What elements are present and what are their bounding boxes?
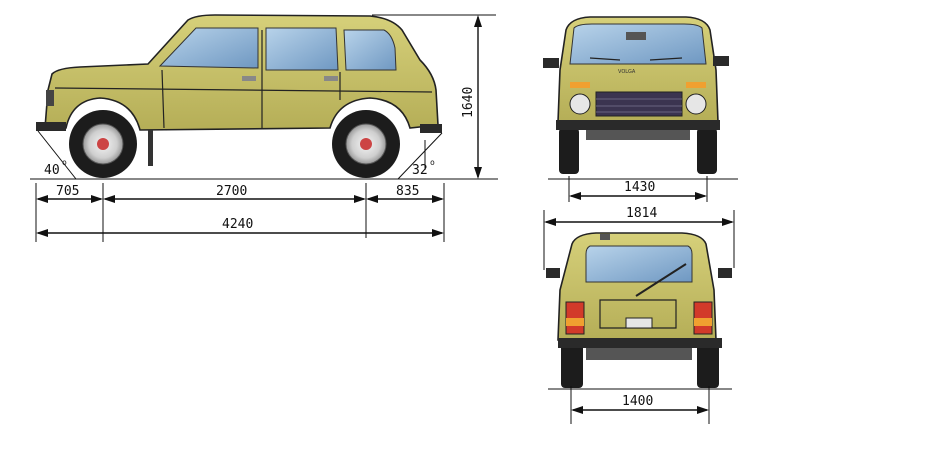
- front-view: VOLGA 1430: [543, 16, 738, 202]
- front-left-tire: [559, 128, 579, 174]
- rear-right-tire: [697, 340, 719, 388]
- approach-angle-line: [37, 130, 77, 180]
- side-windshield-window: [158, 27, 259, 69]
- wheelbase-dimension: 2700: [103, 184, 366, 203]
- rear-bumper: [558, 338, 722, 348]
- front-track-dimension: 1430: [569, 180, 707, 200]
- side-middle-window: [265, 27, 339, 71]
- overall-length-label: 4240: [222, 217, 253, 232]
- front-grille-slats: [596, 98, 682, 113]
- rear-track-dimension: 1400: [571, 394, 709, 414]
- rear-left-indicator: [566, 318, 584, 326]
- height-dimension: 1640: [372, 14, 496, 179]
- front-overhang-label: 705: [56, 184, 79, 199]
- side-front-bumper: [36, 122, 66, 131]
- rearview-mirror: [626, 32, 646, 40]
- side-rear-wheel: [332, 110, 400, 178]
- departure-angle-line: [397, 132, 443, 180]
- overall-length-dimension: 4240: [36, 217, 444, 237]
- side-mudflap: [148, 130, 153, 166]
- front-left-indicator: [570, 82, 590, 88]
- approach-angle-label: 40: [44, 163, 60, 178]
- wheelbase-label: 2700: [216, 184, 247, 199]
- rear-left-tire: [561, 340, 583, 388]
- front-right-headlight: [685, 93, 707, 115]
- rear-wiper: [635, 263, 687, 297]
- rear-right-indicator: [694, 318, 712, 326]
- overall-width-dimension: 1814: [543, 206, 735, 270]
- front-right-mirror: [713, 56, 729, 66]
- side-front-wheel: [69, 110, 137, 178]
- front-right-tire: [697, 128, 717, 174]
- rear-right-mirror: [718, 268, 732, 278]
- side-view: 40 o 32 o 705 2700 835: [30, 14, 498, 242]
- rear-track-label: 1400: [622, 394, 653, 409]
- approach-angle-degree: o: [62, 158, 67, 167]
- rear-left-mirror: [546, 268, 560, 278]
- front-bumper: [556, 120, 720, 130]
- front-left-mirror: [543, 58, 559, 68]
- front-overhang-dimension: 705: [36, 184, 103, 203]
- front-track-label: 1430: [624, 180, 655, 195]
- rear-overhang-dimension: 835: [366, 184, 444, 203]
- front-wipers: [589, 57, 683, 61]
- rear-roof-light: [600, 234, 610, 240]
- height-label: 1640: [461, 87, 476, 118]
- rear-tailgate-panel: [599, 299, 677, 329]
- front-left-headlight: [569, 93, 591, 115]
- side-body: [44, 14, 439, 131]
- side-door-lines: [161, 30, 341, 129]
- front-windshield: [569, 23, 707, 65]
- side-rear-window: [343, 29, 397, 71]
- rear-overhang-label: 835: [396, 184, 419, 199]
- front-underbody: [586, 130, 690, 140]
- front-right-indicator: [686, 82, 706, 88]
- overall-width-label: 1814: [626, 206, 657, 221]
- side-headlight: [46, 90, 54, 106]
- rear-window: [585, 245, 693, 283]
- side-beltline: [54, 87, 433, 93]
- rear-license-plate: [625, 317, 653, 329]
- rear-view: 1400: [546, 232, 732, 424]
- side-front-door-handle: [242, 76, 256, 81]
- side-rear-bumper: [420, 124, 442, 133]
- rear-underbody: [586, 348, 692, 360]
- departure-angle-label: 32: [412, 163, 428, 178]
- departure-angle-degree: o: [430, 158, 435, 167]
- side-rear-door-handle: [324, 76, 338, 81]
- front-hood-lettering: VOLGA: [618, 69, 636, 75]
